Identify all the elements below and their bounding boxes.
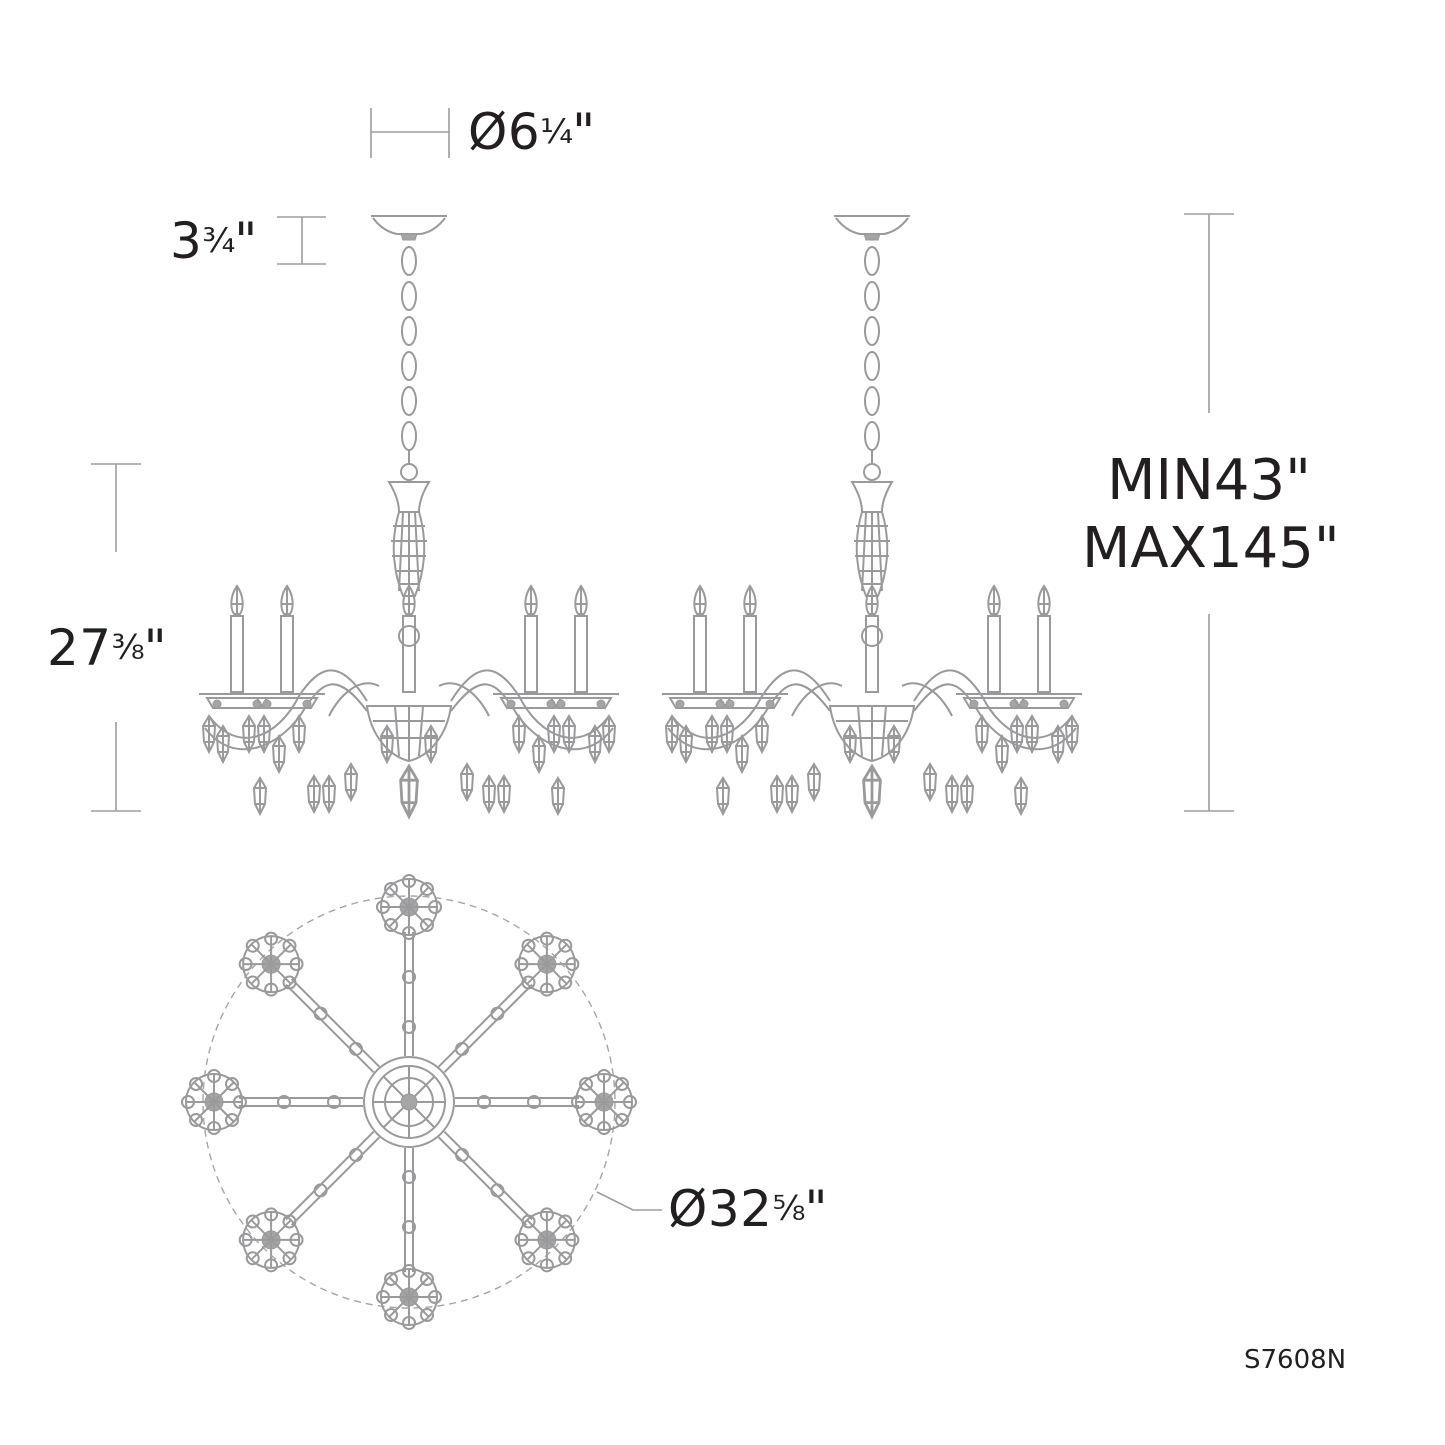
fixture-diameter-label: Ø32⅝" [668, 1184, 828, 1234]
canopy-diameter-fraction: ¼ [540, 112, 573, 152]
body-height-whole: 27 [47, 619, 112, 677]
chandelier-elevation-left [199, 216, 619, 817]
overall-height-max-label: MAX145" [1082, 516, 1340, 581]
inch-mark: " [143, 619, 168, 677]
body-height-label: 27⅜" [47, 623, 167, 673]
overall-height-dimension-line [1184, 213, 1234, 812]
chandelier-top-plan-view [182, 875, 636, 1329]
chandelier-elevation-right [662, 216, 1082, 817]
overall-height-min-label: MIN43" [1107, 448, 1311, 513]
diameter-symbol: Ø [468, 103, 508, 161]
canopy-height-label: 3¾" [170, 216, 258, 266]
canopy-height-whole: 3 [170, 212, 203, 270]
inch-mark: " [804, 1180, 828, 1238]
canopy-diameter-dimension-line [370, 108, 450, 158]
body-height-fraction: ⅜ [111, 628, 145, 668]
canopy-diameter-label: Ø6¼" [468, 107, 596, 157]
fixture-diameter-whole: 32 [707, 1180, 773, 1238]
fixture-diameter-fraction: ⅝ [772, 1189, 805, 1229]
canopy-height-fraction: ¾ [202, 221, 235, 261]
diameter-symbol: Ø [668, 1180, 708, 1238]
inch-mark: " [572, 103, 596, 161]
fixture-diameter-leader-line [596, 1191, 662, 1211]
body-height-dimension-line [91, 463, 141, 812]
canopy-height-dimension-line [277, 216, 326, 265]
canopy-diameter-whole: 6 [507, 103, 541, 161]
model-number: S7608N [1244, 1345, 1347, 1375]
inch-mark: " [234, 212, 258, 270]
